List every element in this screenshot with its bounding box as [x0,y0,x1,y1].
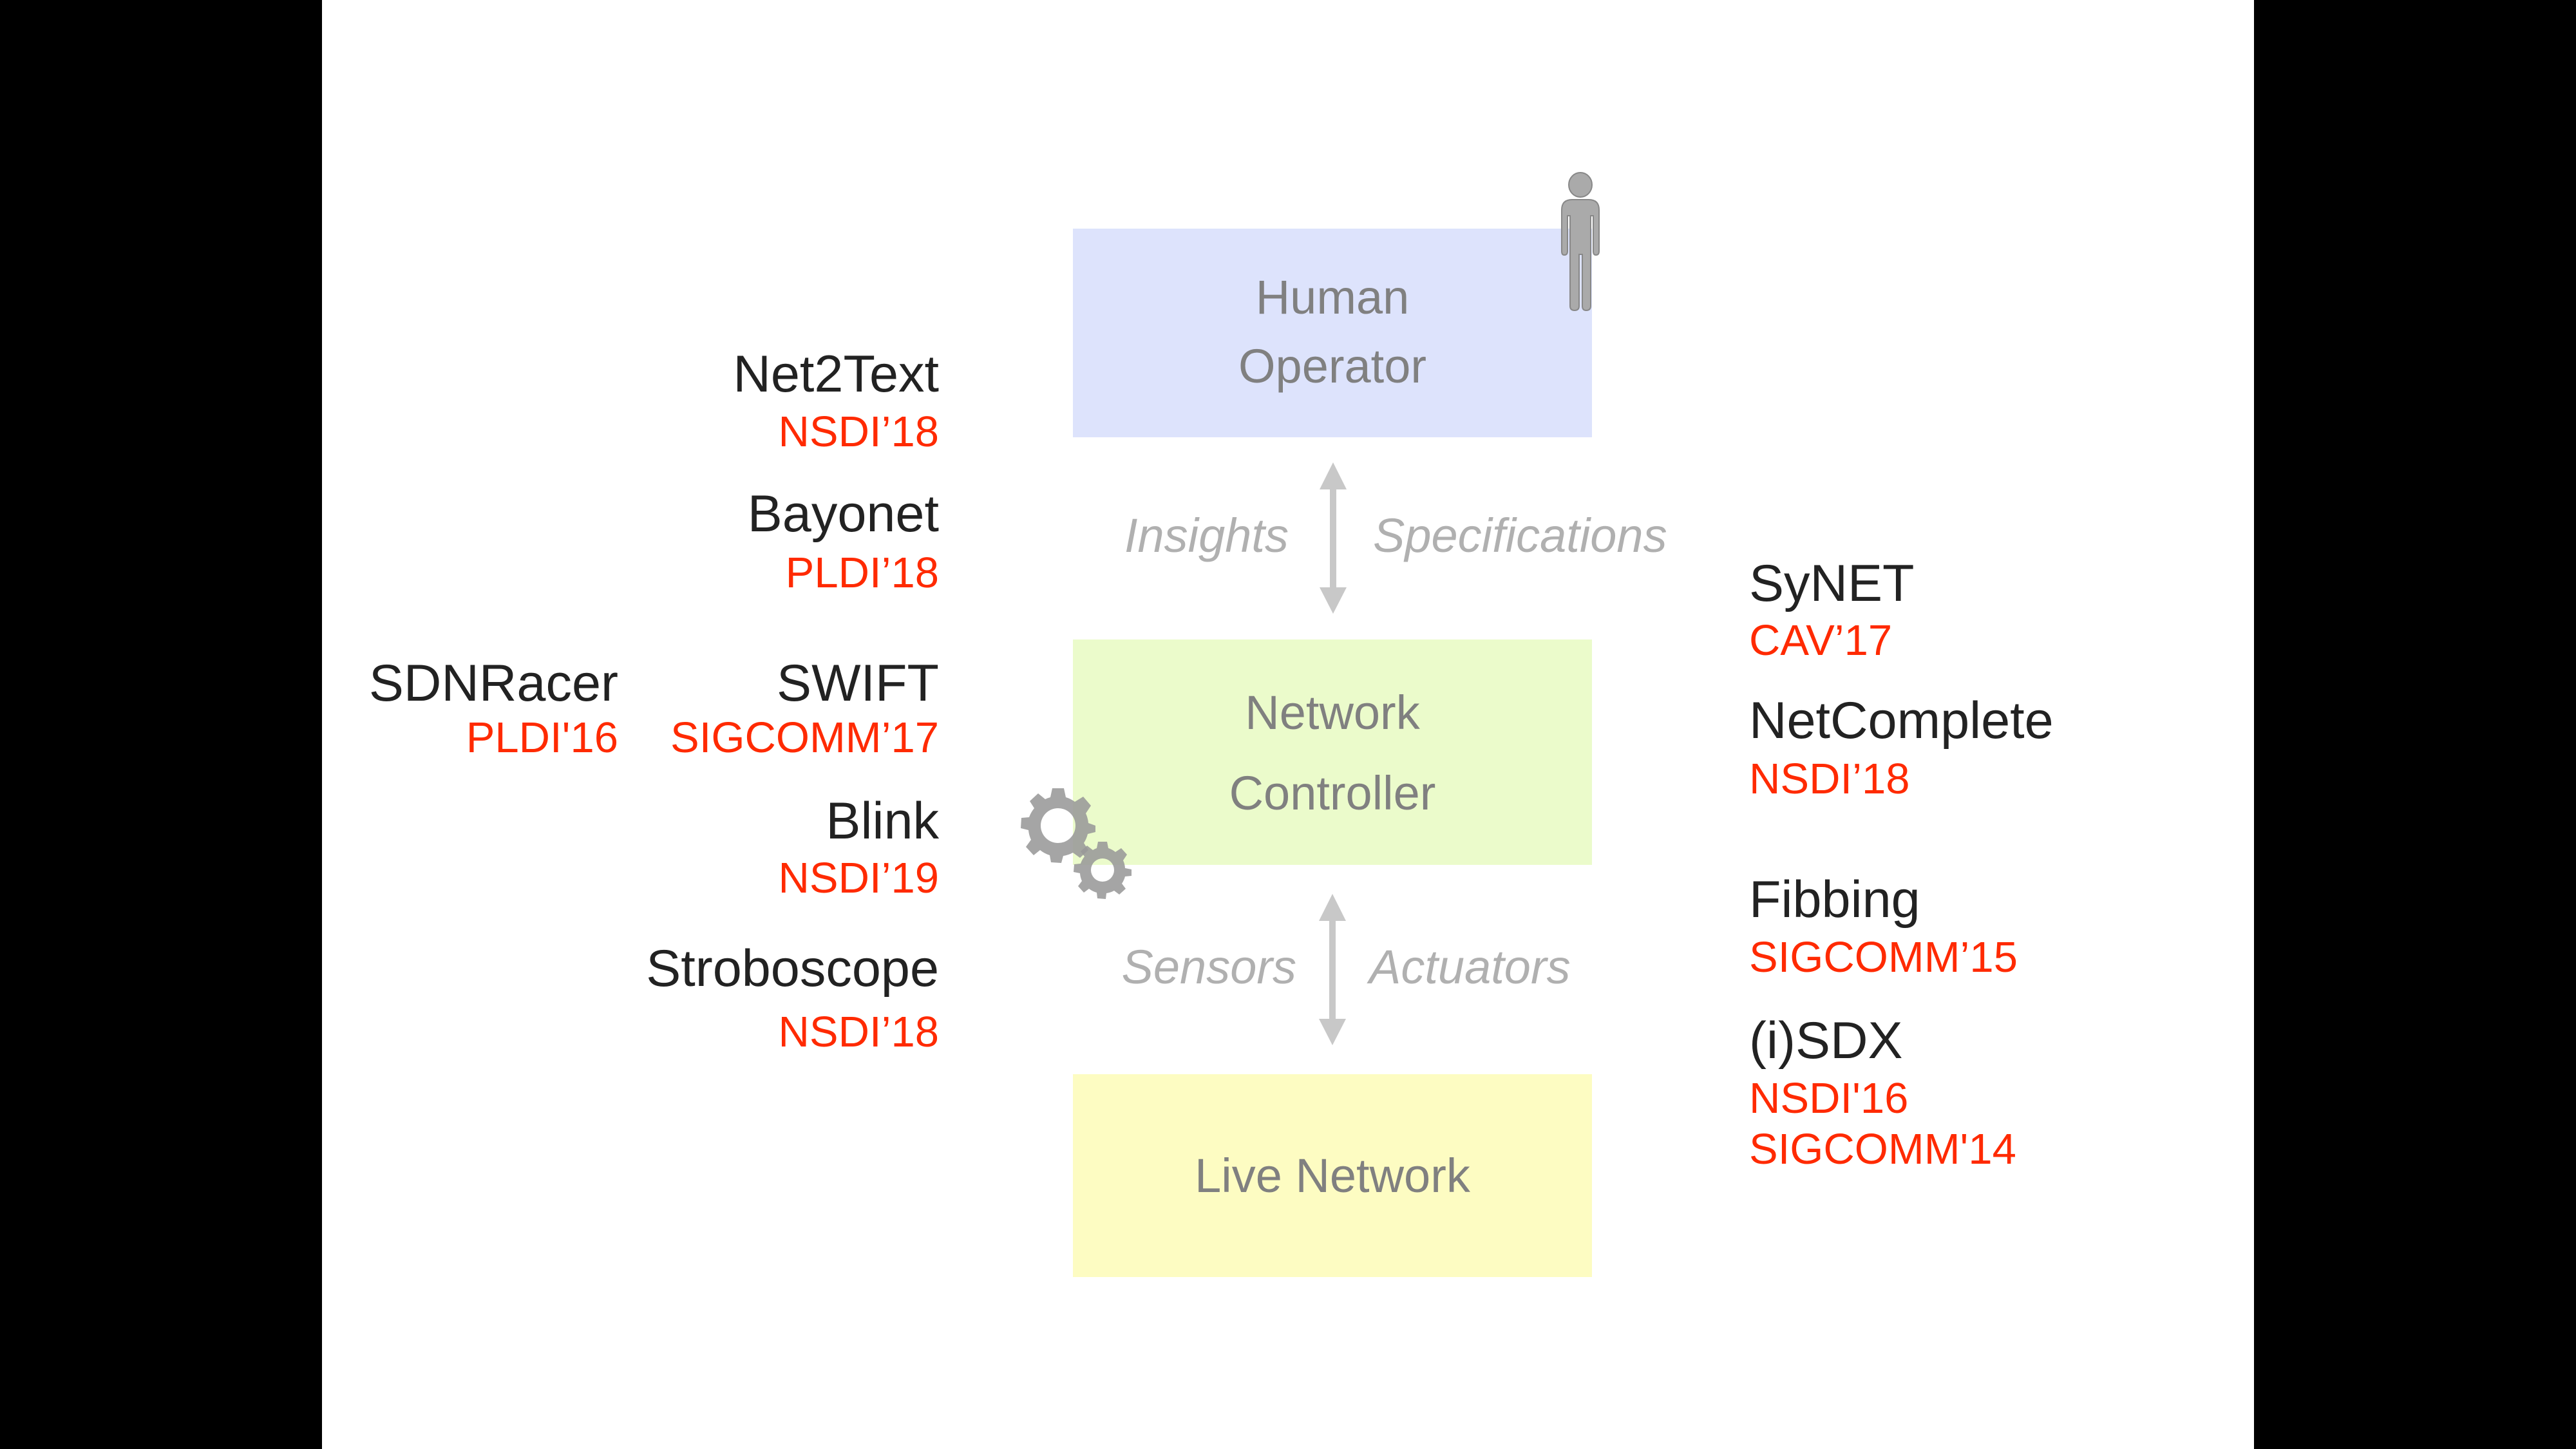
actuators-label: Actuators [1369,940,1571,994]
gears-icon [1021,788,1132,899]
human-operator-box: Human Operator [1073,229,1592,437]
project-blink: Blink [826,792,939,850]
venue-synet: CAV’17 [1749,616,1893,665]
project-fibbing: Fibbing [1749,871,1920,929]
large-gear-icon [1021,788,1095,863]
network-controller-label-line2: Controller [1229,766,1436,820]
project-bayonet: Bayonet [747,485,939,543]
network-controller-box: Network Controller [1073,639,1592,865]
project-synet: SyNET [1749,554,1915,612]
project-swift: SWIFT [777,654,939,712]
insights-label: Insights [1124,509,1289,562]
lower-double-arrow [1319,894,1346,1045]
live-network-box: Live Network [1073,1074,1592,1277]
venue-fibbing: SIGCOMM’15 [1749,933,2018,981]
venue-isdx-1: NSDI'16 [1749,1074,1909,1122]
venue-net2text: NSDI’18 [778,408,939,456]
venue-sdnracer: PLDI'16 [466,714,618,762]
small-gear-icon [1074,842,1132,899]
venue-bayonet: PLDI’18 [785,549,939,597]
venue-blink: NSDI’19 [778,854,939,902]
venue-stroboscope: NSDI’18 [778,1008,939,1056]
human-operator-label-line1: Human [1255,270,1410,324]
project-sdnracer: SDNRacer [368,654,618,712]
person-icon [1561,172,1600,312]
upper-double-arrow [1320,462,1347,614]
specifications-label: Specifications [1373,509,1667,562]
project-netcomplete: NetComplete [1749,692,2054,750]
human-operator-label-line2: Operator [1238,339,1427,393]
venue-swift: SIGCOMM’17 [670,714,939,762]
venue-netcomplete: NSDI’18 [1749,755,1910,803]
sensors-label: Sensors [1121,940,1296,994]
project-net2text: Net2Text [733,345,939,403]
project-stroboscope: Stroboscope [646,940,939,998]
network-controller-label-line1: Network [1245,686,1420,739]
venue-isdx-2: SIGCOMM'14 [1749,1125,2016,1173]
project-isdx: (i)SDX [1749,1012,1903,1070]
live-network-label: Live Network [1195,1149,1470,1202]
